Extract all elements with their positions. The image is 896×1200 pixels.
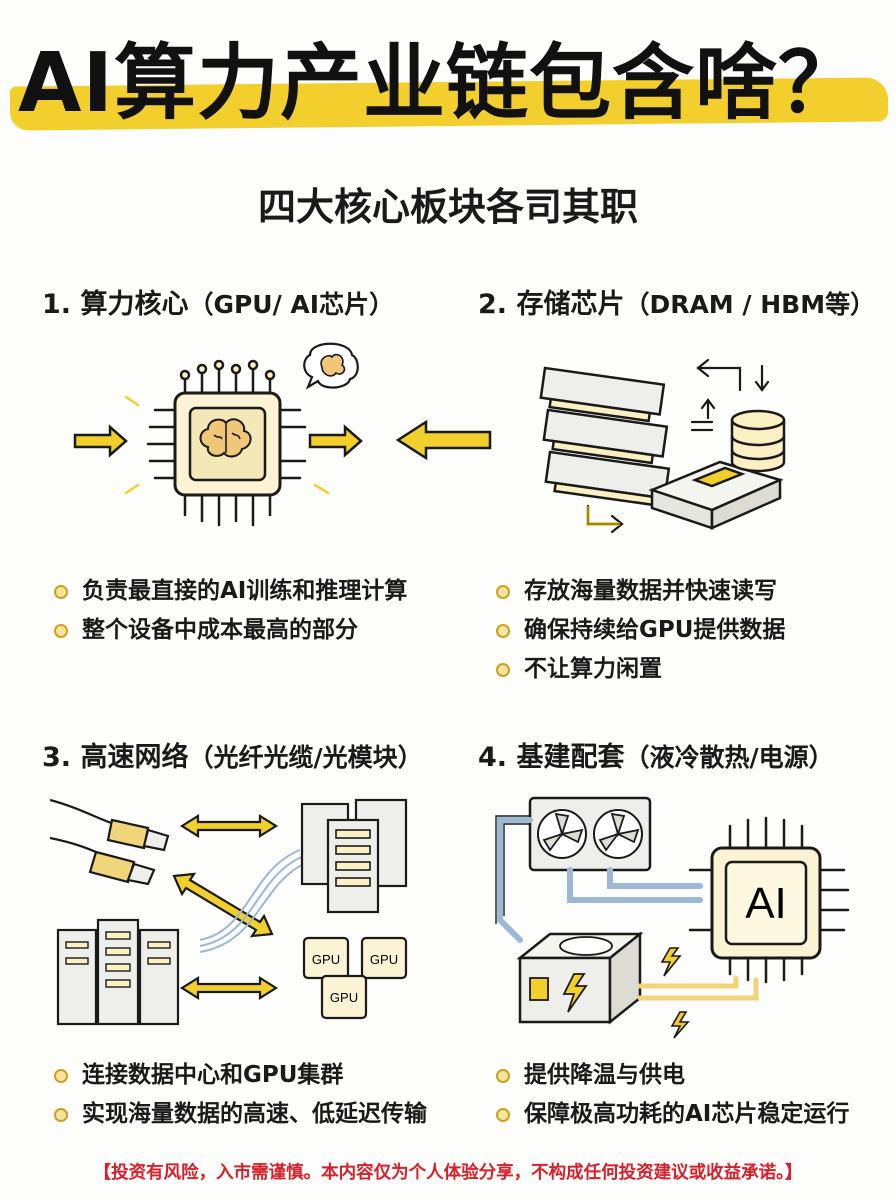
risk-disclaimer: 【投资有风险，入市需谨慎。本内容仅为个人体验分享，不构成任何投资建议或收益承诺。… [93, 1163, 803, 1183]
list-item: 提供降温与供电 [494, 1056, 849, 1095]
gpu-chip-label: GPU [330, 990, 358, 1005]
bullet-dot-icon [54, 624, 68, 638]
section-2-title: 2. 存储芯片（DRAM / HBM等） [478, 282, 875, 321]
section-2-bullets: 存放海量数据并快速读写 确保持续给GPU提供数据 不让算力闲置 [494, 572, 785, 689]
section-4-bullets: 提供降温与供电 保障极高功耗的AI芯片稳定运行 [494, 1056, 849, 1134]
section-3-title: 3. 高速网络（光纤光缆/光模块） [42, 735, 423, 774]
section-3-bullets: 连接数据中心和GPU集群 实现海量数据的高速、低延迟传输 [52, 1056, 427, 1134]
page-subtitle: 四大核心板块各司其职 [257, 185, 638, 229]
section-2-title-main: 2. 存储芯片 [478, 289, 625, 320]
section-2-title-paren: （DRAM / HBM等） [624, 290, 876, 319]
list-item: 确保持续给GPU提供数据 [494, 611, 785, 650]
section-4-title: 4. 基建配套（液冷散热/电源） [478, 735, 834, 774]
gpu-chip-label: GPU [370, 952, 398, 967]
ai-chip-label: AI [745, 879, 787, 928]
bullet-dot-icon [54, 1108, 68, 1122]
list-item: 整个设备中成本最高的部分 [52, 611, 407, 650]
section-4-title-paren: （液冷散热/电源） [624, 743, 834, 772]
ai-chip-brain-icon [73, 342, 363, 527]
bullet-dot-icon [496, 1108, 510, 1122]
section-1-title-paren: （GPU/ AI芯片） [188, 290, 395, 319]
section-4-title-main: 4. 基建配套 [478, 742, 625, 773]
section-1-title-main: 1. 算力核心 [42, 289, 189, 320]
list-item: 存放海量数据并快速读写 [494, 572, 785, 611]
section-1-bullets: 负责最直接的AI训练和推理计算 整个设备中成本最高的部分 [52, 572, 407, 650]
network-servers-icon: GPU GPU GPU [50, 798, 408, 1026]
list-item: 保障极高功耗的AI芯片稳定运行 [494, 1095, 849, 1134]
gpu-chip-label: GPU [312, 952, 340, 967]
bullet-dot-icon [496, 624, 510, 638]
page-title: AI算力产业链包含啥？ [18, 36, 861, 131]
section-3-title-paren: （光纤光缆/光模块） [188, 743, 423, 772]
cooling-power-icon: AI [495, 796, 850, 1039]
bullet-dot-icon [496, 585, 510, 599]
memory-modules-icon [395, 358, 786, 534]
bullet-dot-icon [496, 1069, 510, 1083]
section-3-title-main: 3. 高速网络 [42, 742, 189, 773]
list-item: 负责最直接的AI训练和推理计算 [52, 572, 407, 611]
title-banner: AI算力产业链包含啥？ [0, 18, 896, 138]
list-item: 实现海量数据的高速、低延迟传输 [52, 1095, 427, 1134]
list-item: 不让算力闲置 [494, 650, 785, 689]
section-1-title: 1. 算力核心（GPU/ AI芯片） [42, 282, 394, 321]
bullet-dot-icon [54, 1069, 68, 1083]
bullet-dot-icon [54, 585, 68, 599]
list-item: 连接数据中心和GPU集群 [52, 1056, 427, 1095]
bullet-dot-icon [496, 663, 510, 677]
